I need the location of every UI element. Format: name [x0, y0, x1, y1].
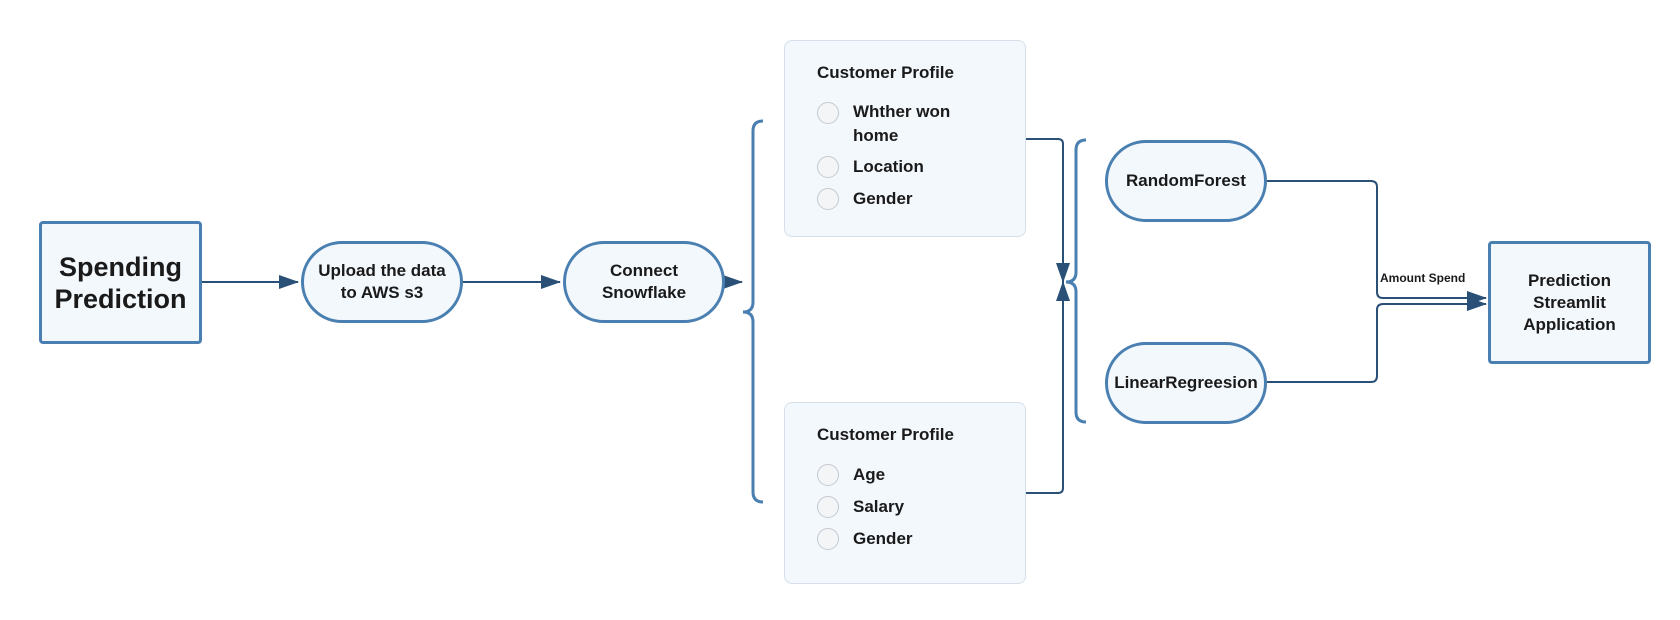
option-label: Salary	[853, 497, 905, 516]
profile-option[interactable]: Gender	[817, 187, 997, 213]
left-brace	[742, 119, 764, 504]
spending-prediction-label: Spending Prediction	[54, 251, 187, 314]
radio-button[interactable]	[817, 496, 839, 518]
profile-option[interactable]: Salary	[817, 495, 997, 521]
spending-prediction-node[interactable]: Spending Prediction	[39, 221, 202, 344]
radio-button[interactable]	[817, 464, 839, 486]
upload-aws-s3-node[interactable]: Upload the data to AWS s3	[301, 241, 463, 323]
option-label: Gender	[853, 529, 913, 548]
connect-snowflake-node[interactable]: Connect Snowflake	[563, 241, 725, 323]
linearregression-node[interactable]: LinearRegreesion	[1105, 342, 1267, 424]
connector-bottom-card	[1026, 281, 1070, 494]
radio-button[interactable]	[817, 156, 839, 178]
arrow-linearregression-to-streamlit	[1266, 297, 1487, 383]
profile-option[interactable]: Whther won home	[817, 100, 997, 148]
radio-button[interactable]	[817, 188, 839, 210]
connect-snowflake-label: Connect Snowflake	[601, 261, 687, 302]
customer-profile-card-top: Customer Profile Whther won home Locatio…	[784, 40, 1026, 237]
card-title: Customer Profile	[817, 425, 954, 444]
radio-button[interactable]	[817, 102, 839, 124]
right-brace	[1065, 138, 1087, 424]
profile-option[interactable]: Location	[817, 155, 997, 181]
prediction-streamlit-label: Prediction Streamlit Application	[1523, 270, 1616, 334]
arrow-randomforest-to-streamlit	[1266, 180, 1487, 305]
profile-option[interactable]: Gender	[817, 527, 997, 553]
randomforest-node[interactable]: RandomForest	[1105, 140, 1267, 222]
linearregression-label: LinearRegreesion	[1114, 373, 1258, 392]
card-title: Customer Profile	[817, 63, 954, 82]
customer-profile-card-bottom: Customer Profile Age Salary Gender	[784, 402, 1026, 584]
profile-option[interactable]: Age	[817, 463, 997, 489]
option-label: Age	[853, 465, 886, 484]
option-label: Location	[853, 157, 924, 176]
amount-spend-label: Amount Spend	[1380, 271, 1466, 285]
option-label: Whther won home	[853, 102, 951, 145]
upload-aws-s3-label: Upload the data to AWS s3	[318, 261, 446, 302]
radio-button[interactable]	[817, 528, 839, 550]
option-label: Gender	[853, 189, 913, 208]
connector-top-card	[1026, 138, 1070, 283]
prediction-streamlit-node[interactable]: Prediction Streamlit Application	[1488, 241, 1651, 364]
randomforest-label: RandomForest	[1126, 171, 1246, 190]
